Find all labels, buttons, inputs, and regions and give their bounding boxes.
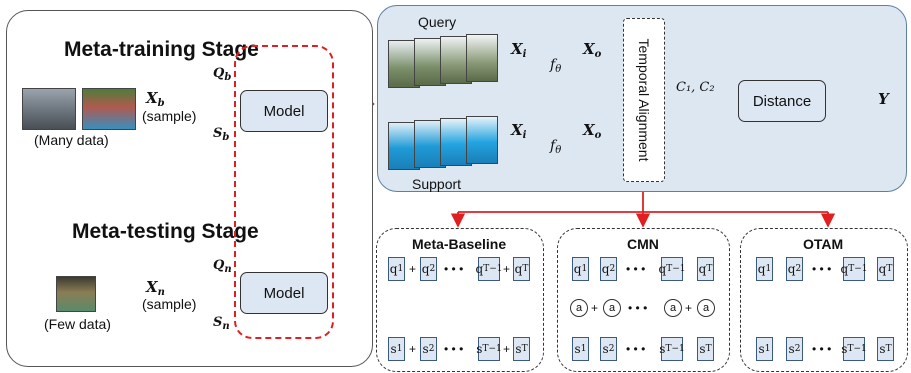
testing-image-court bbox=[56, 276, 96, 312]
cmn-a-dots: • • • bbox=[628, 301, 648, 315]
sample-caption-testing: (sample) bbox=[142, 296, 197, 312]
cmn-a-node-1: a bbox=[570, 299, 588, 317]
support-label: Support bbox=[412, 176, 462, 192]
training-image-pool bbox=[82, 88, 136, 130]
model-box-training: Model bbox=[240, 90, 328, 132]
many-data-caption: (Many data) bbox=[34, 132, 109, 148]
s-n-symbol: Sn bbox=[213, 315, 230, 332]
otam-q-dots: • • • bbox=[812, 262, 832, 276]
cmn-a-node-4: a bbox=[697, 299, 715, 317]
temporal-alignment-label: Temporal Alignment bbox=[636, 38, 652, 162]
f-theta-support: fθ bbox=[550, 138, 562, 156]
model-box-testing: Model bbox=[240, 272, 328, 314]
query-frames bbox=[388, 34, 498, 92]
otam-s-dots: • • • bbox=[812, 342, 832, 356]
cmn-title: CMN bbox=[627, 236, 659, 252]
query-frame-4 bbox=[466, 34, 498, 82]
training-image-street bbox=[22, 88, 76, 130]
mb-s-plus-2: + bbox=[503, 342, 511, 356]
x-b-symbol: Xb bbox=[146, 89, 165, 109]
meta-training-title: Meta-training Stage bbox=[64, 38, 259, 61]
cmn-a-plus-2: + bbox=[685, 301, 693, 315]
x-n-symbol: Xn bbox=[146, 278, 165, 298]
mb-s-plus-1: + bbox=[409, 342, 417, 356]
temporal-alignment-box: Temporal Alignment bbox=[623, 18, 665, 182]
mb-q-plus-1: + bbox=[409, 262, 417, 276]
mb-q-plus-2: + bbox=[503, 262, 511, 276]
c1-c2-label: C₁, C₂ bbox=[676, 80, 715, 95]
sample-caption-training: (sample) bbox=[142, 108, 197, 124]
s-b-symbol: Sb bbox=[213, 126, 230, 143]
x-o-support: Xo bbox=[583, 121, 602, 141]
cmn-q-dots: • • • bbox=[626, 262, 646, 276]
x-o-query: Xo bbox=[583, 40, 602, 60]
distance-box: Distance bbox=[738, 80, 826, 122]
f-theta-query: fθ bbox=[550, 57, 562, 75]
mb-q-dots: • • • bbox=[444, 262, 464, 276]
mb-s-dots: • • • bbox=[444, 342, 464, 356]
meta-baseline-title: Meta-Baseline bbox=[412, 236, 507, 252]
few-data-caption: (Few data) bbox=[44, 316, 111, 332]
x-i-query: Xi bbox=[511, 40, 527, 60]
otam-title: OTAM bbox=[803, 236, 844, 252]
q-b-symbol: Qb bbox=[213, 66, 232, 83]
cmn-a-plus-1: + bbox=[591, 301, 599, 315]
meta-testing-title: Meta-testing Stage bbox=[72, 220, 259, 243]
cmn-a-node-center: a bbox=[603, 299, 621, 317]
support-frame-4 bbox=[466, 116, 498, 164]
support-frames bbox=[388, 116, 498, 174]
x-i-support: Xi bbox=[511, 121, 527, 141]
cmn-s-dots: • • • bbox=[626, 342, 646, 356]
q-n-symbol: Qn bbox=[213, 258, 232, 275]
query-label: Query bbox=[418, 14, 457, 30]
y-output-label: Y bbox=[878, 90, 889, 108]
model-highlight-frame bbox=[234, 45, 334, 339]
cmn-a-node-3: a bbox=[664, 299, 682, 317]
